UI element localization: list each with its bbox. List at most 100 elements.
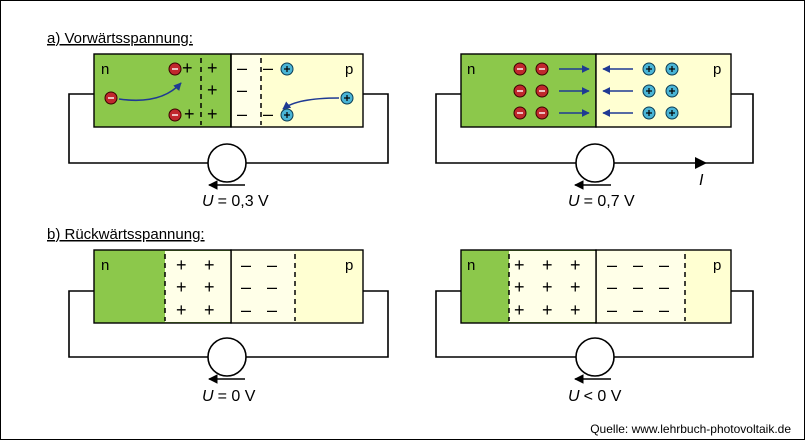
voltage-source-icon <box>207 143 247 183</box>
source-credit: Quelle: www.lehrbuch-photovoltaik.de <box>590 422 791 436</box>
forward-section-title: a) Vorwärtsspannung: <box>47 30 193 47</box>
hole-icon <box>280 108 294 122</box>
p-label: p <box>713 257 721 274</box>
svg-text:+: + <box>204 300 215 320</box>
svg-text:+: + <box>207 80 218 100</box>
svg-text:–: – <box>263 58 273 78</box>
negative-ions: –– –– – <box>237 58 273 124</box>
n-label: n <box>467 257 475 274</box>
electron-icon <box>104 91 118 105</box>
electron-icon <box>168 62 182 76</box>
electron-icon <box>535 84 549 98</box>
hole-icon <box>642 84 656 98</box>
electron-path-arrow <box>118 82 182 102</box>
positive-ions: ++ + ++ <box>182 58 218 124</box>
svg-text:+: + <box>514 277 525 297</box>
svg-text:–: – <box>241 300 251 320</box>
svg-text:–: – <box>659 277 669 297</box>
svg-text:+: + <box>176 255 187 275</box>
p-label: p <box>345 257 353 274</box>
svg-text:+: + <box>204 277 215 297</box>
svg-text:U= 0,3 V: U= 0,3 V <box>202 193 269 210</box>
svg-text:+: + <box>570 255 581 275</box>
svg-text:–: – <box>659 300 669 320</box>
electron-icon <box>513 84 527 98</box>
circuit-wire <box>435 290 754 358</box>
voltage-source-icon <box>207 337 247 377</box>
svg-text:–: – <box>267 300 277 320</box>
current-arrow-icon <box>695 157 707 169</box>
svg-text:–: – <box>607 255 617 275</box>
depletion-zone-p <box>597 251 685 322</box>
svg-text:+: + <box>184 104 195 124</box>
electron-icon <box>535 106 549 120</box>
diode-forward-0-3v: n p ++ + ++ –– –– – U= 0,3 V <box>68 53 389 210</box>
voltage-source-icon <box>575 337 615 377</box>
svg-text:–: – <box>237 104 247 124</box>
p-label: p <box>345 61 353 78</box>
depletion-zone-n <box>509 251 596 322</box>
hole-icon <box>642 62 656 76</box>
hole-icon <box>340 91 354 105</box>
svg-text:+: + <box>542 255 553 275</box>
n-label: n <box>467 61 475 78</box>
current-label: I <box>699 172 704 189</box>
svg-text:+: + <box>570 300 581 320</box>
p-label: p <box>713 61 721 78</box>
diode-reverse-0v: n p ++ ++ ++ –– –– –– U= 0 V <box>68 249 389 405</box>
svg-text:+: + <box>176 277 187 297</box>
svg-text:–: – <box>607 277 617 297</box>
negative-ions: ––– ––– ––– <box>607 255 669 320</box>
svg-text:U< 0 V: U< 0 V <box>568 388 622 405</box>
svg-text:+: + <box>570 277 581 297</box>
reverse-section-title: b) Rückwärtsspannung: <box>47 226 205 243</box>
svg-text:–: – <box>267 255 277 275</box>
electron-icon <box>513 62 527 76</box>
electron-icon <box>168 108 182 122</box>
svg-text:–: – <box>659 255 669 275</box>
svg-text:+: + <box>542 277 553 297</box>
svg-text:–: – <box>263 104 273 124</box>
n-label: n <box>101 257 109 274</box>
voltage-source-icon <box>575 143 615 183</box>
svg-text:–: – <box>633 277 643 297</box>
hole-path-arrow <box>282 97 340 110</box>
depletion-zone-n <box>165 251 231 322</box>
svg-text:U= 0,7 V: U= 0,7 V <box>568 193 635 210</box>
svg-text:–: – <box>633 255 643 275</box>
svg-text:+: + <box>204 255 215 275</box>
hole-icon <box>665 62 679 76</box>
svg-text:–: – <box>267 277 277 297</box>
svg-text:+: + <box>182 58 193 78</box>
svg-text:–: – <box>241 277 251 297</box>
electron-icon <box>513 106 527 120</box>
positive-ions: ++ ++ ++ <box>176 255 215 320</box>
svg-text:+: + <box>176 300 187 320</box>
hole-icon <box>665 84 679 98</box>
svg-text:+: + <box>514 255 525 275</box>
diode-reverse-negative: n p +++ +++ +++ ––– ––– ––– U< 0 V <box>435 249 754 405</box>
hole-icon <box>280 62 294 76</box>
negative-ions: –– –– –– <box>241 255 277 320</box>
svg-text:+: + <box>514 300 525 320</box>
svg-text:–: – <box>237 58 247 78</box>
svg-text:–: – <box>607 300 617 320</box>
circuit-wire <box>68 93 389 164</box>
svg-text:+: + <box>207 58 218 78</box>
electron-icon <box>535 62 549 76</box>
n-label: n <box>101 61 109 78</box>
svg-text:–: – <box>633 300 643 320</box>
diode-forward-0-7v: n p I U= 0,7 V <box>435 53 754 210</box>
circuit-wire <box>435 93 754 164</box>
hole-icon <box>642 106 656 120</box>
pn-junction-diagram: a) Vorwärtsspannung: b) Rückwärtsspannun… <box>47 30 791 436</box>
figure-frame: a) Vorwärtsspannung: b) Rückwärtsspannun… <box>0 0 805 440</box>
svg-text:+: + <box>542 300 553 320</box>
depletion-zone-p <box>232 251 295 322</box>
svg-text:–: – <box>237 80 247 100</box>
depletion-zone-p <box>232 55 261 126</box>
circuit-wire <box>68 290 389 358</box>
hole-icon <box>665 106 679 120</box>
svg-text:+: + <box>207 104 218 124</box>
n-region <box>93 53 232 128</box>
